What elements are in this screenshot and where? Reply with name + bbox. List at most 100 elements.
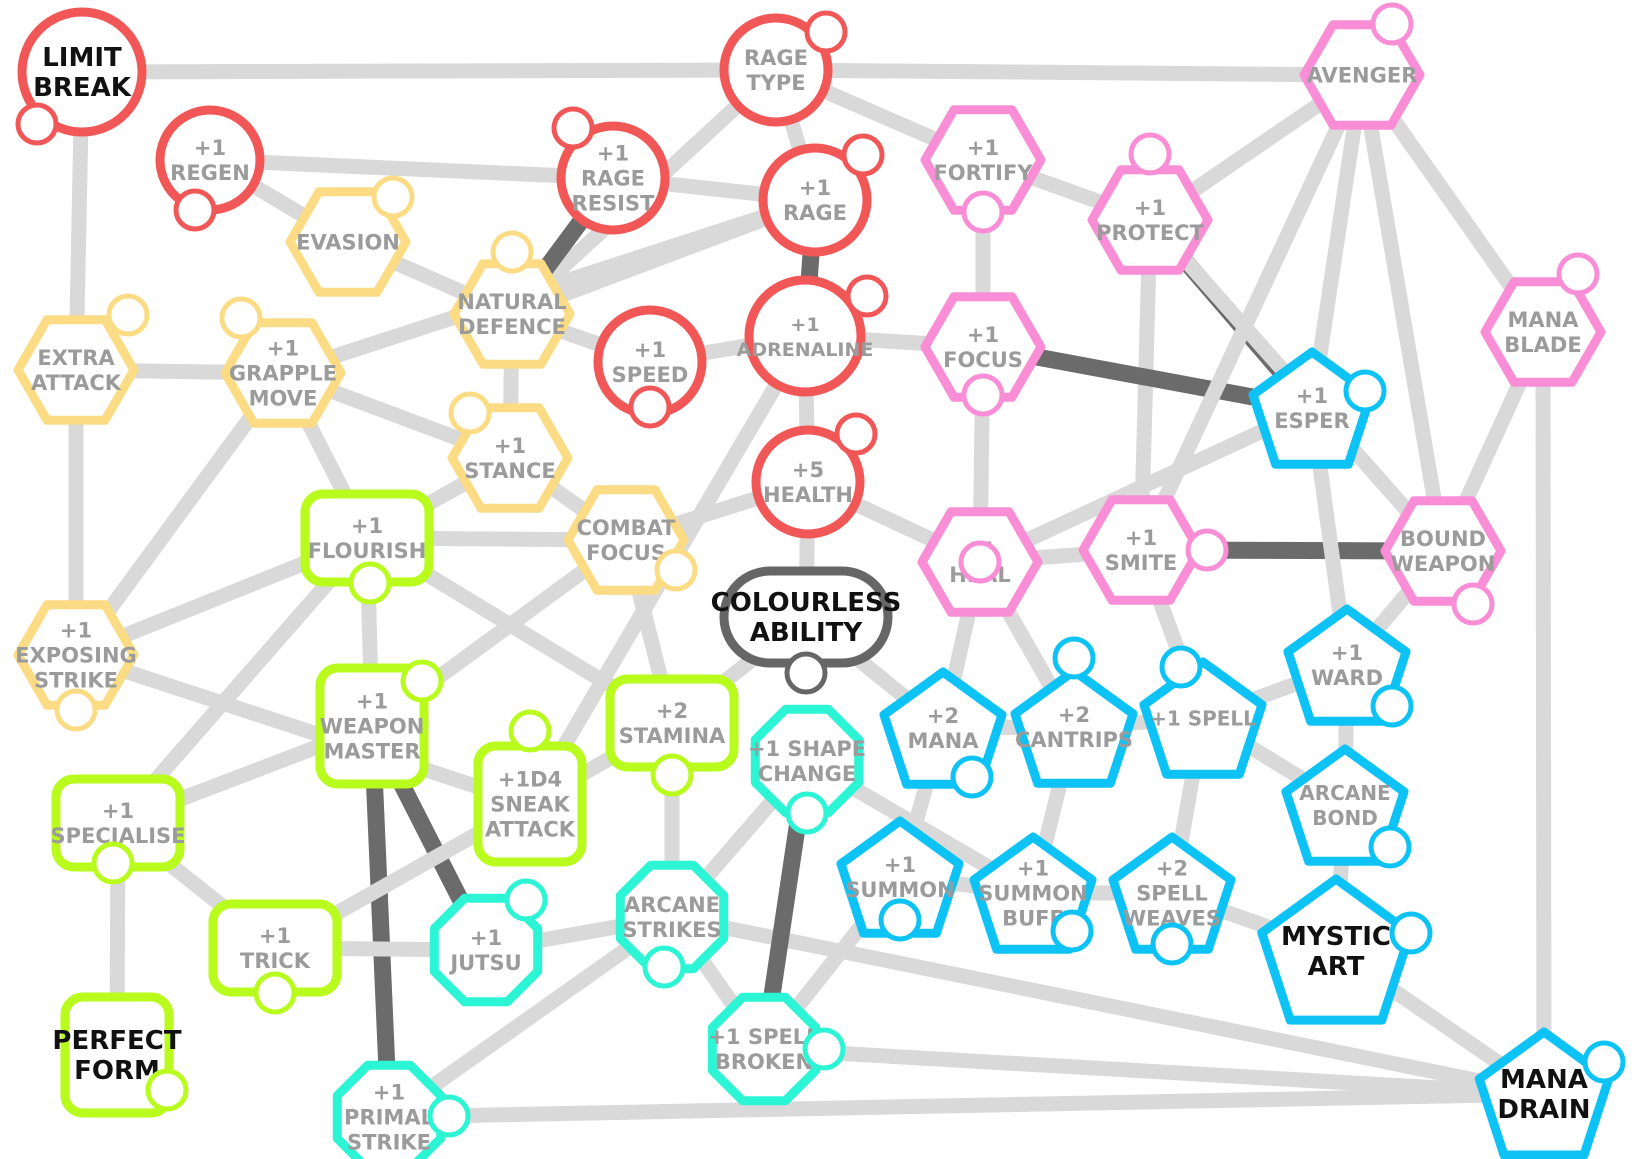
- socket-bubble[interactable]: [508, 709, 552, 753]
- socket-bubble[interactable]: [1370, 684, 1414, 728]
- socket-bubble[interactable]: [642, 945, 686, 989]
- socket-bubble[interactable]: [804, 10, 848, 54]
- combat-focus-label-line: FOCUS: [586, 541, 666, 565]
- socket-bubble[interactable]: [1128, 132, 1172, 176]
- socket-bubble[interactable]: [253, 971, 297, 1015]
- socket-bubble[interactable]: [878, 898, 922, 942]
- socket-bubble[interactable]: [91, 841, 135, 885]
- socket-bubble[interactable]: [219, 296, 263, 340]
- socket-bubble[interactable]: [15, 102, 59, 146]
- socket-bubble[interactable]: [961, 373, 1005, 417]
- socket-bubble[interactable]: [551, 106, 595, 150]
- socket-bubble[interactable]: [490, 230, 534, 274]
- socket-bubble[interactable]: [1050, 909, 1094, 953]
- socket-bubble[interactable]: [845, 274, 889, 318]
- adrenaline-shape: [744, 275, 866, 397]
- socket-bubble[interactable]: [654, 548, 698, 592]
- skill-node-heal[interactable]: +1HEAL: [917, 507, 1043, 617]
- socket-bubble[interactable]: [145, 1068, 189, 1112]
- skill-node-spell[interactable]: +1 SPELL: [1139, 645, 1267, 779]
- skill-node-avenger[interactable]: AVENGER: [1299, 2, 1425, 130]
- socket-bubble[interactable]: [106, 293, 150, 337]
- socket-bubble[interactable]: [834, 412, 878, 456]
- socket-bubble[interactable]: [371, 175, 415, 219]
- socket-bubble[interactable]: [427, 1094, 471, 1138]
- socket-bubble[interactable]: [1343, 369, 1387, 413]
- socket-bubble[interactable]: [961, 190, 1005, 234]
- socket-bubble[interactable]: [54, 688, 98, 732]
- skill-node-evasion[interactable]: EVASION: [285, 175, 415, 297]
- socket-bubble[interactable]: [784, 651, 828, 695]
- socket-bubble[interactable]: [1150, 922, 1194, 966]
- socket-bubble[interactable]: [448, 391, 492, 435]
- socket-bubble[interactable]: [650, 753, 694, 797]
- socket-bubble[interactable]: [1451, 582, 1495, 626]
- socket-bubble[interactable]: [173, 188, 217, 232]
- arcane-bond-label-line: BOND: [1312, 806, 1378, 830]
- socket-bubble[interactable]: [400, 659, 444, 703]
- socket-bubble[interactable]: [785, 791, 829, 835]
- limit-break-label-line: LIMIT: [42, 43, 122, 73]
- socket-bubble[interactable]: [1368, 825, 1412, 869]
- socket-bubble[interactable]: [504, 878, 548, 922]
- socket-bubble[interactable]: [950, 755, 994, 799]
- socket-bubble[interactable]: [1370, 2, 1414, 46]
- socket-bubble[interactable]: [348, 561, 392, 605]
- socket-bubble[interactable]: [628, 385, 672, 429]
- socket-bubble[interactable]: [1052, 636, 1096, 680]
- socket-bubble[interactable]: [802, 1027, 846, 1071]
- socket-bubble[interactable]: [1185, 528, 1229, 572]
- socket-bubble[interactable]: [1159, 645, 1203, 689]
- socket-bubble[interactable]: [958, 540, 1002, 584]
- socket-bubble[interactable]: [1389, 911, 1433, 955]
- socket-bubble[interactable]: [1556, 252, 1600, 296]
- socket-bubble[interactable]: [841, 133, 885, 177]
- mystic-art-label-line: ART: [1308, 952, 1365, 982]
- socket-bubble[interactable]: [1582, 1040, 1626, 1084]
